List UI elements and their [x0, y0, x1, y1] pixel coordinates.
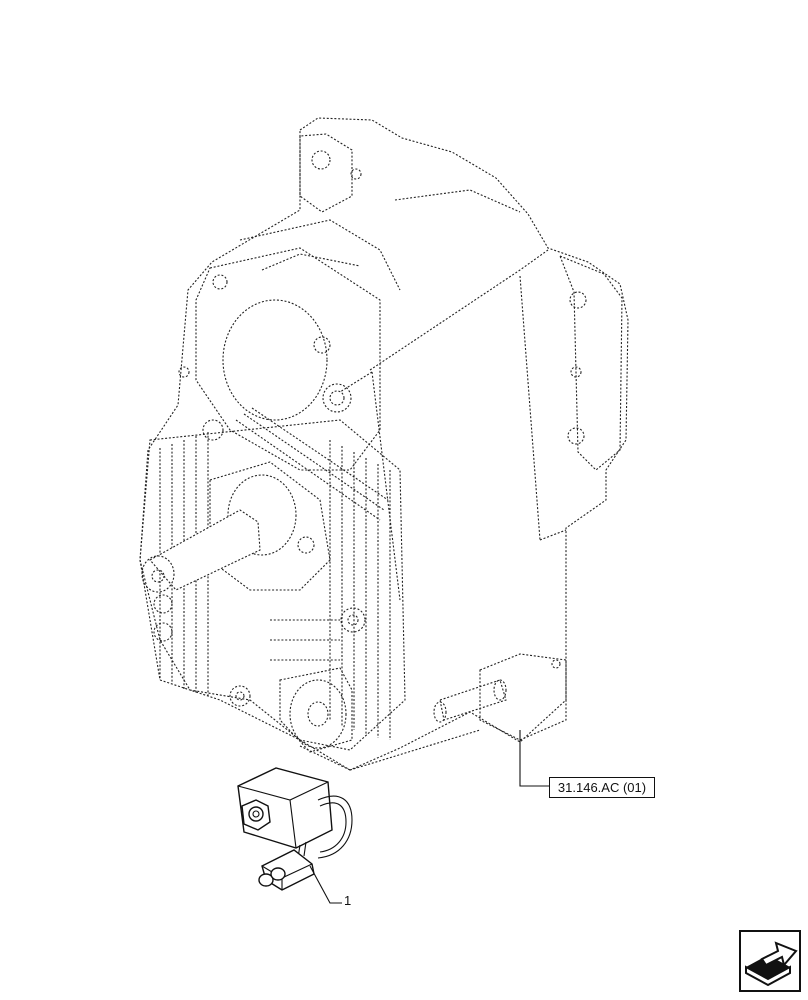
reference-leader — [519, 730, 549, 787]
reference-label-box[interactable]: 31.146.AC (01) — [549, 777, 655, 798]
leader-lines — [309, 730, 549, 904]
gearbox-housing — [139, 117, 629, 771]
solenoid-valve — [237, 767, 353, 891]
callout-1-leader — [309, 865, 342, 904]
callout-number-1: 1 — [344, 893, 352, 908]
next-page-arrow-icon[interactable] — [738, 929, 802, 993]
